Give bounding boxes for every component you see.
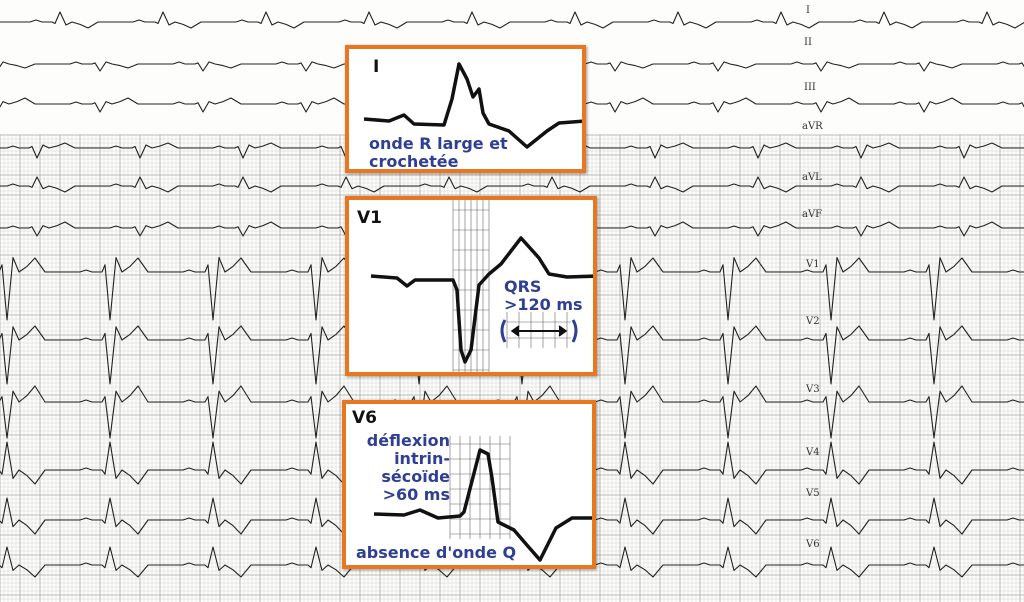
lead-v6-zoomed-trace xyxy=(373,436,592,562)
lead-label-iii: III xyxy=(804,82,816,93)
annotation-line: QRS xyxy=(504,277,542,296)
callout-lead-label: V6 xyxy=(352,408,377,428)
callout-lead-label: V1 xyxy=(357,208,382,228)
lead-label-avl: aVL xyxy=(802,172,822,183)
lead-i-zoomed-trace xyxy=(363,62,582,149)
lead-label-v2: V2 xyxy=(806,316,820,327)
annotation-line: sécoïde xyxy=(381,467,450,486)
callout-lead-label: I xyxy=(373,57,380,77)
lead-label-i: I xyxy=(806,5,810,16)
lead-label-ii: II xyxy=(804,37,812,48)
lead-label-avf: aVF xyxy=(802,209,823,220)
annotation-line: >60 ms xyxy=(382,485,450,504)
lead-label-v3: V3 xyxy=(806,384,820,395)
lead-label-v6: V6 xyxy=(806,539,820,550)
lead-label-avr: aVR xyxy=(802,121,823,132)
lead-v1-zoomed-trace xyxy=(370,200,593,372)
ecg-trace-avl xyxy=(0,176,1024,193)
annotation-line: onde R large et xyxy=(369,134,508,153)
annotation-text: QRS>120 ms xyxy=(504,278,583,314)
annotation-line: intrin- xyxy=(394,449,450,468)
lead-label-v1: V1 xyxy=(806,259,820,270)
annotation-line: crochetée xyxy=(369,152,459,171)
ecg-trace-i xyxy=(0,11,1024,29)
annotation-line: >120 ms xyxy=(504,295,583,314)
callout-lead-v1: V1 QRS>120 ms xyxy=(345,196,597,376)
lead-label-v5: V5 xyxy=(806,488,820,499)
annotation-line: déflexion xyxy=(366,431,450,450)
lead-label-v4: V4 xyxy=(806,447,820,458)
annotation-bottom-text: absence d'onde Q xyxy=(356,543,517,562)
